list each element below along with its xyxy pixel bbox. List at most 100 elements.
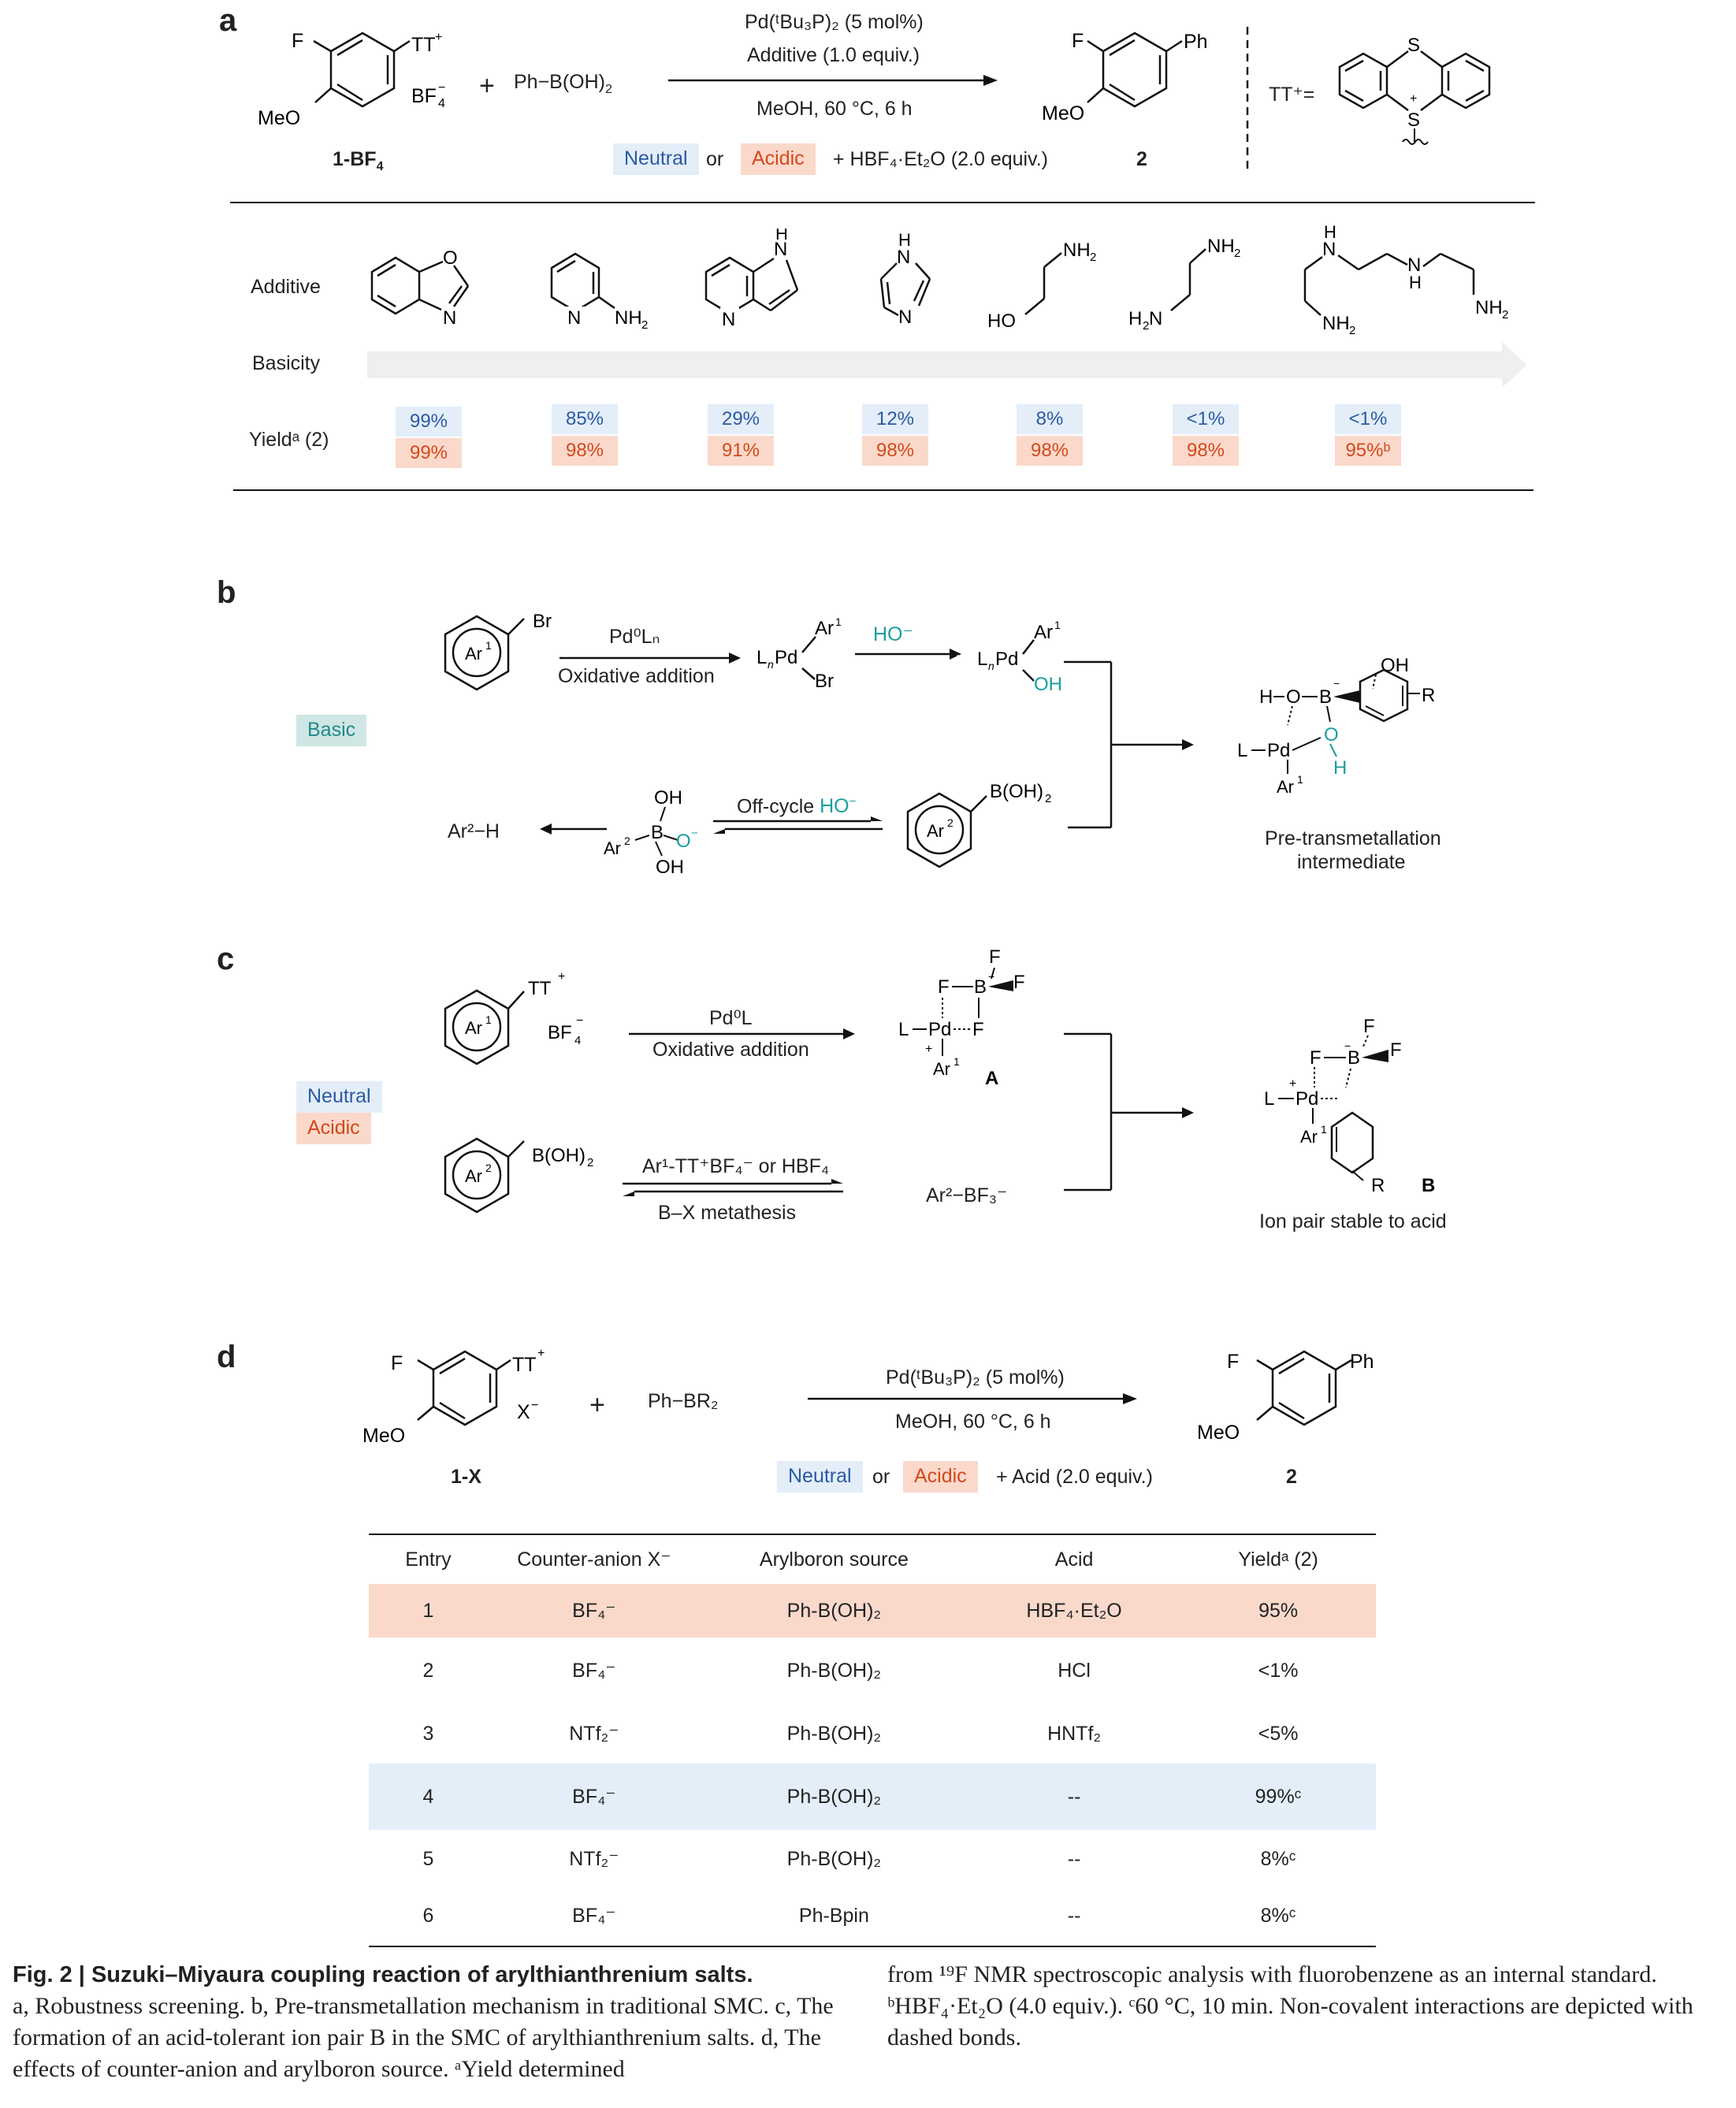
caption-title: Fig. 2 | Suzuki–Miyaura coupling reactio… [13, 1962, 753, 1987]
svg-text:O: O [676, 831, 691, 852]
panel-d-acidic-badge: Acidic [903, 1461, 978, 1493]
svg-text:n: n [988, 660, 994, 672]
sm-label: 1-BF4 [333, 148, 384, 173]
svg-text:Pd: Pd [928, 1019, 951, 1040]
svg-text:Ar: Ar [465, 1166, 482, 1186]
ion-pair-caption: Ion pair stable to acid [1259, 1210, 1447, 1232]
svg-text:H: H [775, 229, 788, 244]
additive-line: Additive (1.0 equiv.) [747, 44, 920, 66]
yield-neutral-2: 85% [552, 404, 618, 434]
panel-a-bottom-rule [233, 489, 1533, 491]
yield-neutral-5: 8% [1017, 404, 1083, 434]
svg-text:X: X [517, 1401, 530, 1423]
svg-text:2: 2 [1045, 792, 1051, 805]
svg-text:F: F [1072, 30, 1084, 52]
plus-sign: + [479, 71, 495, 101]
caption-left-text: a, Robustness screening. b, Pre-transmet… [13, 1993, 834, 2082]
svg-text:S: S [1407, 110, 1420, 131]
table-cell: -- [1067, 1904, 1081, 1927]
panel-d-plus: + [589, 1390, 605, 1420]
svg-text:Ph: Ph [1184, 31, 1208, 53]
panel-c-metathesis-bottom: B–X metathesis [658, 1202, 797, 1224]
table-header-cell: Entry [405, 1548, 452, 1571]
svg-text:NH: NH [1207, 236, 1235, 257]
svg-text:H: H [1128, 308, 1142, 329]
conditions-label: MeOH, 60 °C, 6 h [756, 98, 913, 120]
acid-additive-label: + HBF₄·Et₂O (2.0 equiv.) [833, 148, 1048, 170]
svg-text:B(OH): B(OH) [990, 781, 1043, 802]
svg-text:2: 2 [1143, 319, 1149, 333]
svg-text:2: 2 [1234, 247, 1240, 260]
svg-text:Ar: Ar [465, 644, 482, 664]
panel-c-letter: c [217, 942, 235, 976]
svg-text:NH: NH [1322, 313, 1350, 334]
table-cell: HBF₄·Et₂O [1026, 1599, 1122, 1622]
svg-text:O: O [443, 247, 458, 269]
svg-text:2: 2 [624, 835, 630, 847]
table-header-cell: Yieldᵃ (2) [1238, 1548, 1318, 1571]
svg-text:MeO: MeO [1042, 102, 1084, 125]
panel-d-neutral-badge: Neutral [777, 1461, 863, 1493]
svg-text:B: B [1348, 1047, 1360, 1069]
table-cell: <1% [1258, 1659, 1299, 1682]
additive-benzoxazole-structure: O N [370, 247, 470, 329]
panel-b-letter: b [217, 575, 236, 610]
panel-d-letter: d [217, 1340, 236, 1374]
table-header-cell: Acid [1054, 1548, 1094, 1571]
panel-b-oxidative-addition: Oxidative addition [558, 665, 715, 687]
svg-text:F: F [391, 1352, 403, 1374]
table-cell: NTf₂⁻ [569, 1723, 619, 1745]
svg-text:N: N [1322, 239, 1336, 260]
svg-text:OH: OH [654, 787, 682, 809]
yield-acidic-2: 98% [552, 436, 618, 466]
table-cell: 6 [422, 1904, 434, 1927]
figure-caption-left: Fig. 2 | Suzuki–Miyaura coupling reactio… [13, 1959, 849, 2085]
svg-text:N: N [1149, 308, 1162, 329]
panel-d-sm-label: 1-X [451, 1466, 481, 1488]
intermediate-title-2: intermediate [1297, 851, 1406, 873]
table-cell: BF₄⁻ [572, 1600, 616, 1622]
table-cell: 95% [1258, 1599, 1299, 1622]
svg-text:2: 2 [485, 1162, 492, 1174]
table-cell: 5 [422, 1847, 434, 1870]
intermediate-title: Pre-transmetallation [1265, 827, 1441, 850]
basicity-gradient-arrow [367, 342, 1527, 388]
svg-text:N: N [1407, 255, 1421, 276]
svg-text:1: 1 [1321, 1123, 1327, 1136]
table-cell: BF₄⁻ [572, 1660, 616, 1682]
svg-text:N: N [567, 307, 581, 329]
product-label: 2 [1136, 148, 1147, 170]
table-cell: NTf₂⁻ [569, 1848, 619, 1870]
additive-azaindole-structure: N NH [704, 229, 799, 330]
svg-text:MeO: MeO [258, 107, 300, 129]
svg-text:F: F [1310, 1047, 1322, 1069]
table-cell: 8%ᶜ [1260, 1904, 1296, 1927]
svg-text:HO: HO [987, 310, 1016, 332]
svg-text:4: 4 [438, 97, 445, 110]
panel-d-or: or [872, 1466, 890, 1488]
svg-text:1: 1 [485, 1013, 492, 1026]
yield-acidic-3: 91% [708, 436, 774, 466]
svg-text:F: F [972, 1019, 984, 1040]
svg-text:−: − [988, 970, 994, 983]
svg-text:B: B [974, 976, 987, 998]
panel-b-protodeboronation-product: Ar²−H [448, 820, 500, 842]
panel-c-metathesis-top: Ar¹-TT⁺BF₄⁻ or HBF₄ [642, 1155, 830, 1177]
panel-c-catalyst: Pd⁰L [709, 1007, 753, 1029]
svg-text:Br: Br [533, 611, 552, 632]
svg-text:Ar: Ar [1034, 622, 1053, 643]
svg-text:2: 2 [1090, 251, 1096, 264]
svg-text:NH: NH [1063, 240, 1091, 261]
yield-acidic-6: 98% [1173, 436, 1239, 466]
basic-badge: Basic [296, 715, 367, 746]
svg-text:2: 2 [641, 318, 648, 332]
svg-text:O: O [1286, 686, 1301, 708]
svg-text:B: B [651, 822, 664, 843]
table-cell: -- [1067, 1785, 1081, 1808]
svg-text:F: F [938, 976, 950, 998]
